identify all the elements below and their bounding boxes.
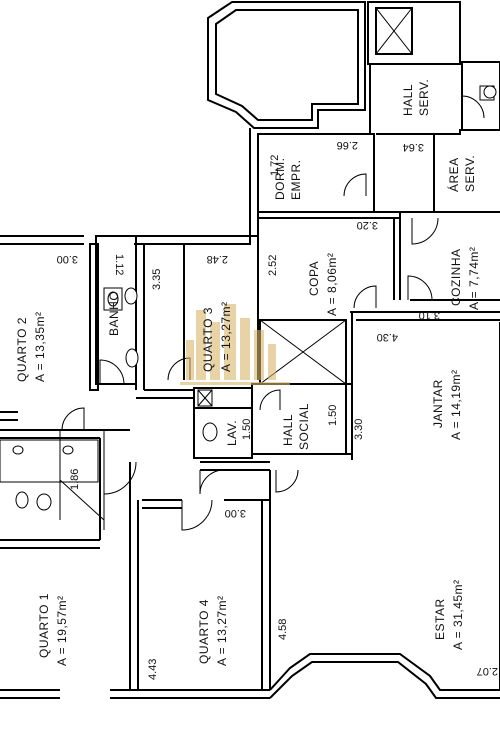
dim-2-52: 2.52 bbox=[267, 255, 279, 276]
dim-lav-1-50: 1.50 bbox=[241, 419, 253, 440]
label-quarto2-name: QUARTO 2 bbox=[15, 317, 29, 382]
room-labels: QUARTO 2 A = 13,35m² BANHO QUARTO 3 A = … bbox=[15, 79, 481, 666]
dim-4-58: 4.58 bbox=[277, 619, 289, 640]
doors bbox=[61, 95, 485, 531]
label-jantar-name: JANTAR bbox=[431, 379, 445, 428]
dim-4-30: 4.30 bbox=[377, 331, 398, 343]
label-quarto2-area: A = 13,35m² bbox=[33, 311, 47, 382]
label-dorm-empr-1: DORM. bbox=[273, 158, 287, 201]
label-hall-serv-2: SERV. bbox=[417, 79, 431, 116]
label-cozinha-name: COZINHA bbox=[449, 249, 463, 307]
label-banho: BANHO bbox=[107, 291, 121, 336]
dim-q4-3-00: 3.00 bbox=[225, 507, 246, 519]
fixtures bbox=[0, 85, 497, 530]
label-cozinha-area: A = 7,74m² bbox=[467, 247, 481, 310]
dim-2-66: 2.66 bbox=[337, 139, 358, 151]
dim-3-20: 3.20 bbox=[357, 219, 378, 231]
label-hall-serv-1: HALL bbox=[401, 84, 415, 116]
interior-walls bbox=[0, 133, 500, 690]
label-quarto1-name: QUARTO 1 bbox=[37, 593, 51, 658]
dim-4-43: 4.43 bbox=[147, 659, 159, 680]
dim-3-30: 3.30 bbox=[353, 419, 365, 440]
label-quarto4-name: QUARTO 4 bbox=[197, 599, 211, 664]
logo-watermark bbox=[180, 304, 290, 385]
dim-3-64: 3.64 bbox=[403, 141, 424, 153]
label-hall-social-2: SOCIAL bbox=[297, 403, 311, 450]
dim-1-86: 1.86 bbox=[69, 469, 81, 490]
dim-banho-1-12: 1.12 bbox=[113, 254, 125, 275]
label-quarto4-area: A = 13,27m² bbox=[215, 595, 229, 666]
label-hall-social-1: HALL bbox=[281, 414, 295, 446]
dim-hall-1-50: 1.50 bbox=[327, 405, 339, 426]
label-area-serv-1: ÁREA bbox=[446, 157, 461, 192]
label-jantar-area: A = 14,19m² bbox=[449, 369, 463, 440]
label-dorm-empr-2: EMPR. bbox=[289, 159, 303, 200]
label-copa-area: A = 8,06m² bbox=[325, 253, 339, 316]
label-copa-name: COPA bbox=[307, 261, 321, 296]
dim-3-10: 3.10 bbox=[419, 309, 440, 321]
dim-2-07: 2.07 bbox=[477, 665, 498, 677]
label-area-serv-2: SERV. bbox=[463, 155, 477, 192]
label-estar-name: ESTAR bbox=[433, 598, 447, 640]
dim-1-72: 1.72 bbox=[269, 155, 281, 176]
label-quarto3-name: QUARTO 3 bbox=[201, 307, 215, 372]
label-quarto1-area: A = 19,57m² bbox=[55, 595, 69, 666]
label-quarto3-area: A = 13,27m² bbox=[219, 301, 233, 372]
dim-q2-width: 3.00 bbox=[57, 253, 78, 265]
dim-3-35: 3.35 bbox=[151, 269, 163, 290]
label-lav: LAV. bbox=[225, 420, 239, 446]
dim-2-48: 2.48 bbox=[207, 253, 228, 265]
dimension-labels: 3.00 1.12 3.35 2.48 2.52 3.20 3.10 4.30 … bbox=[57, 139, 498, 680]
label-estar-area: A = 31,45m² bbox=[451, 579, 465, 650]
